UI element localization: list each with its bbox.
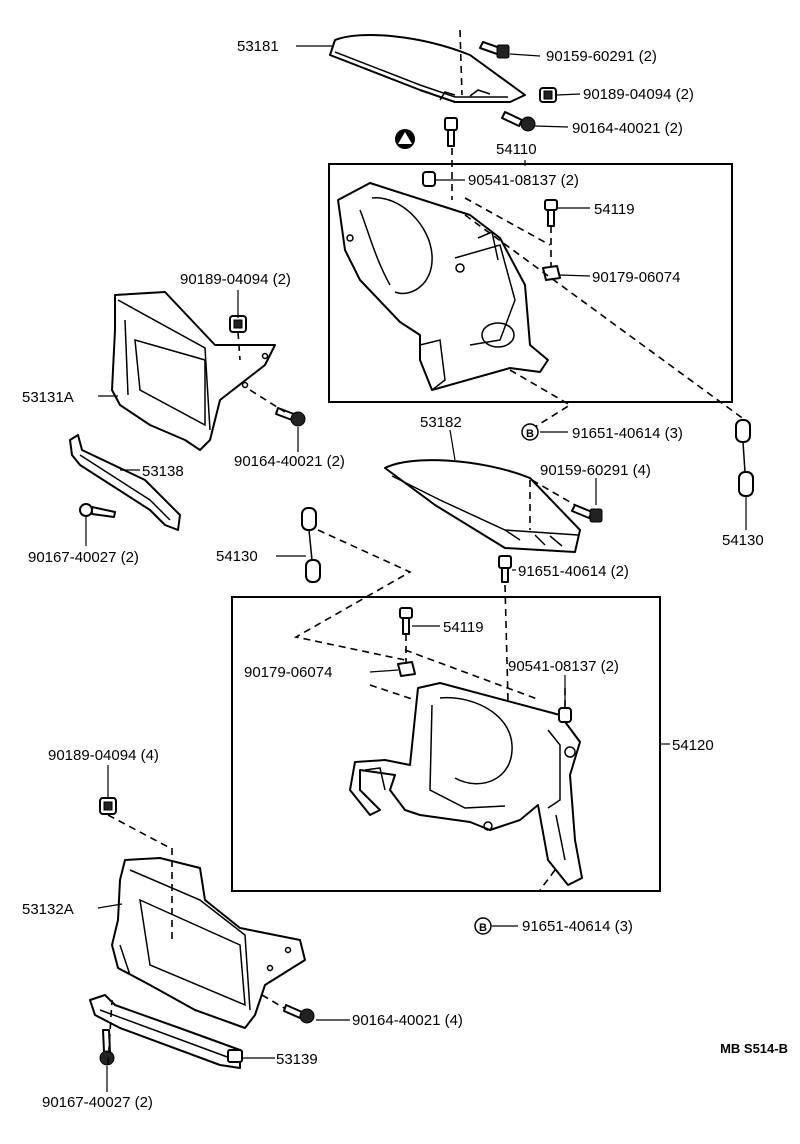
callout-53138: 53138 [142, 463, 184, 480]
nut-90189-left [229, 315, 247, 333]
callout-54130-left: 54130 [216, 548, 258, 565]
bolt-54119-a [544, 199, 558, 227]
bracket-54120 [349, 682, 583, 886]
leader-lines [85, 45, 747, 1092]
screw-90167-bottom [99, 1029, 115, 1066]
screw-90159-center [571, 504, 603, 523]
callout-91651-center: 91651-40614 (2) [518, 563, 629, 580]
nut-90179-b [397, 661, 416, 677]
callout-90164-top: 90164-40021 (2) [572, 120, 683, 137]
b-marker-upper: B [521, 423, 539, 441]
callout-90167-left: 90167-40027 (2) [28, 549, 139, 566]
clip-90541-a [422, 171, 436, 187]
screw-90164-bottom [283, 1004, 315, 1024]
b-marker-lower-letter: B [479, 922, 487, 934]
callout-90164-bottom: 90164-40021 (4) [352, 1012, 463, 1029]
shroud-53132A [111, 857, 306, 1029]
callout-90179-a: 90179-06074 [592, 269, 680, 286]
nut-90189-bottom [99, 797, 117, 815]
bolt-top [444, 117, 458, 147]
b-marker-upper-letter: B [526, 428, 534, 440]
screw-90164-left [275, 407, 306, 427]
callout-54119-b: 54119 [443, 619, 484, 636]
callout-53181: 53181 [237, 38, 279, 55]
shroud-53131A [111, 291, 276, 451]
bracket-53138 [69, 434, 181, 531]
callout-53131A: 53131A [22, 389, 74, 406]
callout-53139: 53139 [276, 1051, 318, 1068]
screw-90167-left [79, 503, 116, 518]
bolt-91651-center [498, 555, 512, 583]
callout-54110: 54110 [496, 141, 537, 158]
callout-54120: 54120 [672, 737, 714, 754]
callout-90167-bottom: 90167-40027 (2) [42, 1094, 153, 1111]
callout-90159-top: 90159-60291 (2) [546, 48, 657, 65]
callout-54119-a: 54119 [594, 201, 635, 218]
callout-90541-a: 90541-08137 (2) [468, 172, 579, 189]
b-marker-lower: B [474, 917, 492, 935]
bolt-54119-b [399, 607, 413, 635]
rod-54130-left [301, 507, 321, 583]
callout-91651-upper: 91651-40614 (3) [572, 425, 683, 442]
callout-90179-b: 90179-06074 [244, 664, 332, 681]
callout-90164-left: 90164-40021 (2) [234, 453, 345, 470]
clip-90541-b [558, 707, 572, 723]
callout-54130-right: 54130 [722, 532, 764, 549]
callout-91651-lower: 91651-40614 (3) [522, 918, 633, 935]
cover-53181 [329, 34, 526, 103]
callout-90189-left: 90189-04094 (2) [180, 271, 291, 288]
bracket-53139 [89, 994, 243, 1069]
screw-90159-top [479, 41, 510, 59]
callout-90189-bottom: 90189-04094 (4) [48, 747, 159, 764]
dashed-lines [107, 29, 746, 1066]
callout-90159-center: 90159-60291 (4) [540, 462, 651, 479]
rod-54130-right [735, 419, 754, 497]
cover-53182 [384, 459, 581, 553]
callout-53182: 53182 [420, 414, 462, 431]
callout-90189-top: 90189-04094 (2) [583, 86, 694, 103]
callout-53132A: 53132A [22, 901, 74, 918]
bracket-54110 [337, 182, 549, 391]
footer-code: MB S514-B [720, 1041, 788, 1056]
box-54110 [328, 163, 733, 403]
callout-90541-b: 90541-08137 (2) [508, 658, 619, 675]
nut-90179-a [542, 265, 561, 281]
screw-90164-top [501, 111, 536, 132]
triangle-marker [395, 129, 415, 149]
nut-90189-top [539, 87, 557, 103]
